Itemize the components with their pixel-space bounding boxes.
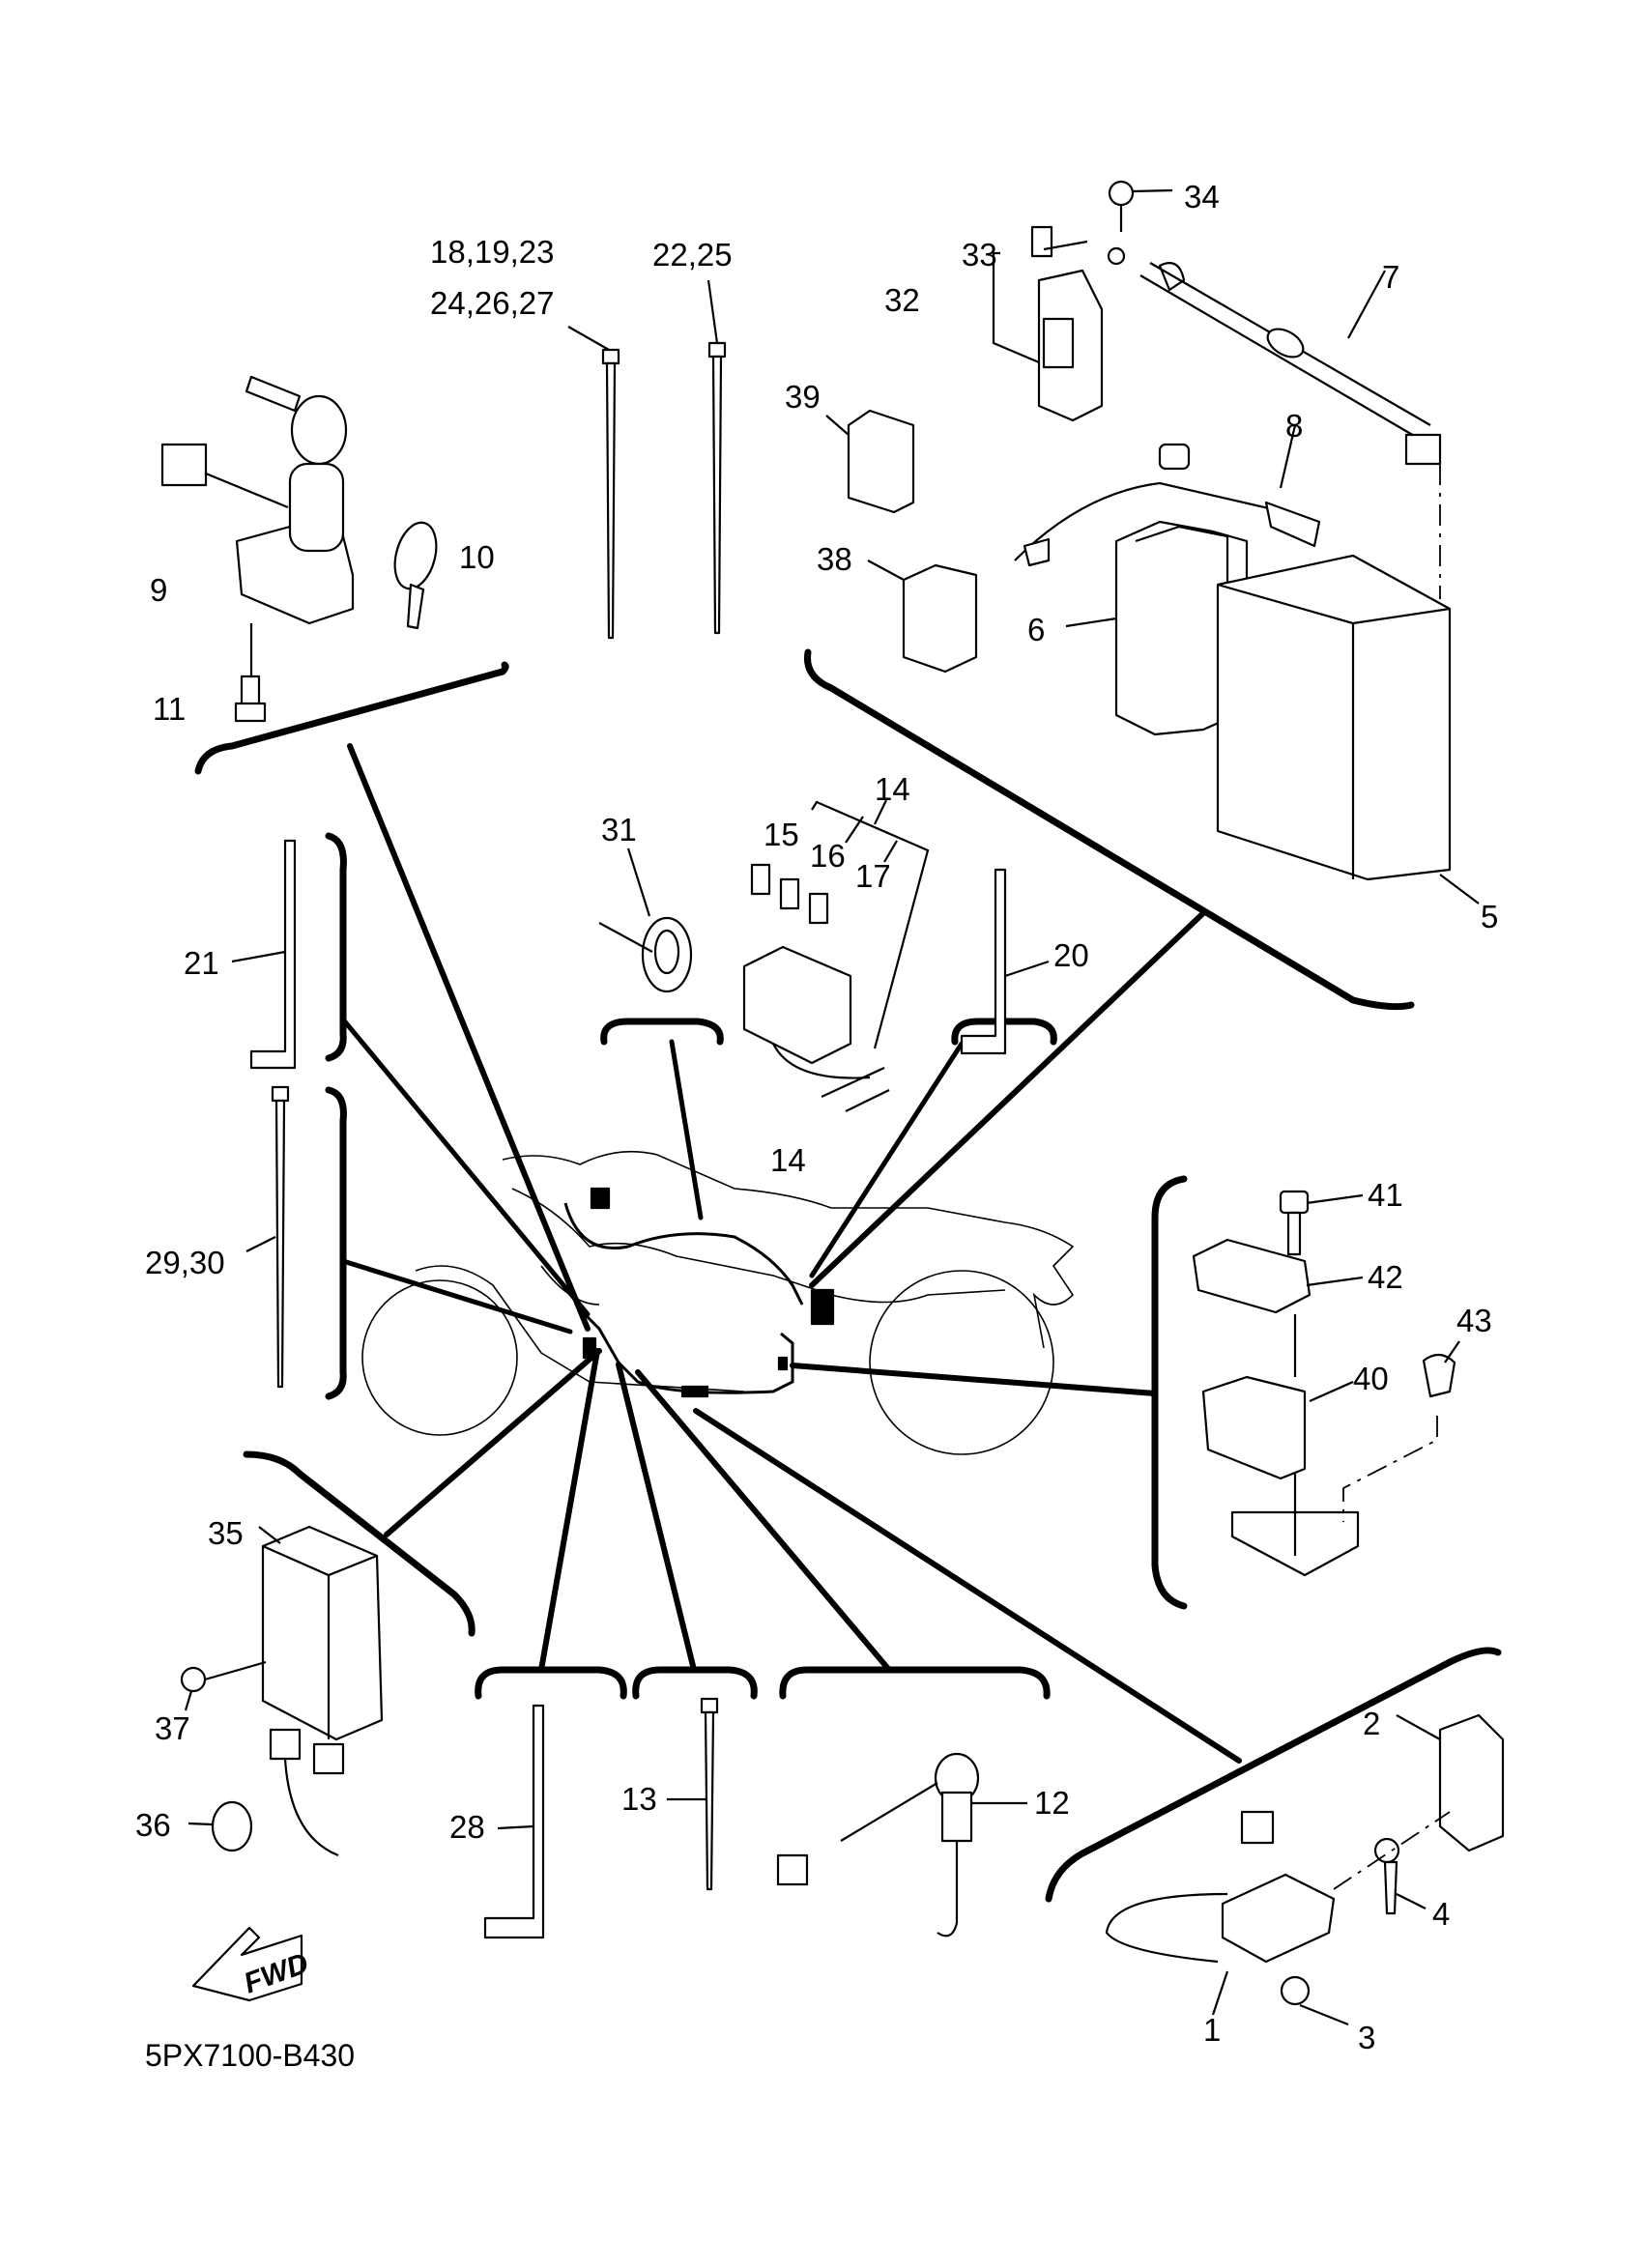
callout-24-26-27: 24,26,27 bbox=[430, 285, 554, 321]
key-icon bbox=[393, 521, 438, 590]
callout-7: 7 bbox=[1382, 259, 1399, 295]
callout-34: 34 bbox=[1184, 179, 1220, 215]
callout-12: 12 bbox=[1034, 1785, 1070, 1821]
callout-21: 21 bbox=[184, 945, 219, 981]
callout-22-25: 22,25 bbox=[652, 237, 733, 273]
callout-32: 32 bbox=[884, 282, 920, 318]
motorcycle-outline bbox=[361, 1150, 1075, 1455]
callout-39: 39 bbox=[785, 379, 821, 415]
callout-18-19-23: 18,19,23 bbox=[430, 234, 554, 270]
callout-6: 6 bbox=[1027, 612, 1045, 647]
cable-tie-29 bbox=[245, 1085, 290, 1389]
regulator-icon bbox=[261, 1525, 384, 1741]
battery-leads bbox=[1014, 262, 1442, 567]
callout-5: 5 bbox=[1481, 899, 1498, 934]
callout-8: 8 bbox=[1285, 408, 1303, 444]
group-leaders bbox=[340, 743, 1242, 1764]
callout-16: 16 bbox=[810, 838, 846, 874]
callout-4: 4 bbox=[1432, 1896, 1450, 1932]
callout-33: 33 bbox=[962, 237, 997, 273]
callout-42: 42 bbox=[1368, 1259, 1403, 1295]
neutral-switch-group bbox=[1105, 1713, 1505, 2026]
callout-20: 20 bbox=[1053, 937, 1089, 973]
callout-38: 38 bbox=[817, 541, 852, 577]
callout-2: 2 bbox=[1363, 1706, 1380, 1741]
cable-ties-top bbox=[567, 279, 727, 640]
callout-41: 41 bbox=[1368, 1177, 1403, 1213]
diagram-code: 5PX7100-B430 bbox=[145, 2038, 355, 2073]
callout-29-30: 29,30 bbox=[145, 1245, 225, 1280]
fuse-box-group bbox=[598, 799, 930, 1112]
callout-40: 40 bbox=[1353, 1361, 1389, 1396]
callout-37: 37 bbox=[155, 1710, 190, 1746]
callout-15: 15 bbox=[764, 817, 799, 852]
brake-switch-group bbox=[776, 1752, 1027, 1938]
callout-35: 35 bbox=[208, 1515, 244, 1551]
starter-relay-group bbox=[992, 180, 1173, 422]
callout-9: 9 bbox=[150, 572, 167, 608]
callout-3: 3 bbox=[1358, 2020, 1375, 2055]
callout-43: 43 bbox=[1456, 1303, 1492, 1338]
sensor-group bbox=[1192, 1190, 1460, 1577]
callout-14-bike: 14 bbox=[770, 1142, 806, 1178]
connector-icon bbox=[160, 443, 208, 487]
callout-36: 36 bbox=[135, 1807, 171, 1843]
battery-group bbox=[1065, 464, 1480, 904]
main-switch-group bbox=[160, 375, 438, 723]
bands-bottom bbox=[483, 1697, 719, 1939]
battery-icon bbox=[1216, 554, 1452, 881]
callout-14-top: 14 bbox=[875, 771, 910, 807]
bands-left-right bbox=[231, 839, 1050, 1070]
callout-31: 31 bbox=[601, 812, 637, 847]
relays bbox=[825, 409, 978, 674]
callout-10: 10 bbox=[459, 539, 495, 575]
callout-1: 1 bbox=[1203, 2012, 1221, 2048]
callout-28: 28 bbox=[449, 1809, 485, 1845]
callout-11: 11 bbox=[153, 691, 186, 727]
callout-labels: 34 33 32 7 8 39 38 6 5 18,19,23 24,26,27… bbox=[135, 179, 1498, 2073]
callout-17: 17 bbox=[855, 858, 891, 894]
callout-13: 13 bbox=[621, 1781, 657, 1817]
forward-arrow-icon: FWD bbox=[191, 1926, 313, 2002]
regulator-group bbox=[180, 1525, 384, 1857]
wire-harness bbox=[563, 1187, 835, 1398]
